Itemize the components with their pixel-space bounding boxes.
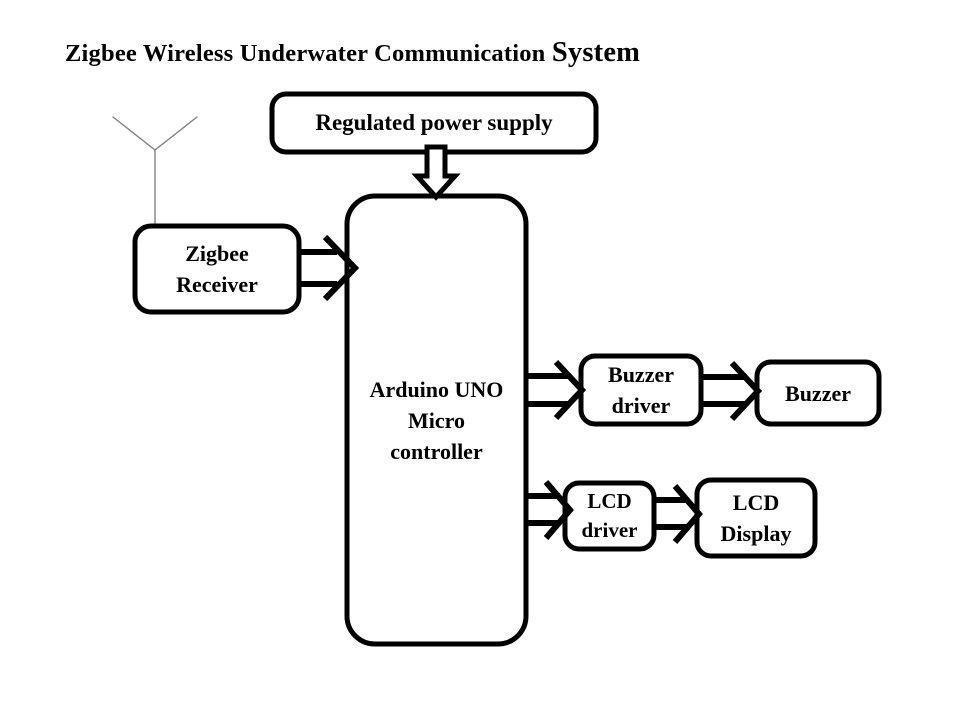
node-label-power-supply-text: Regulated power supply: [315, 110, 553, 135]
node-label-buzzer-driver[interactable]: Buzzer driver: [581, 356, 701, 424]
node-label-zigbee-receiver-line2: Receiver: [176, 272, 258, 297]
node-label-buzzer-text: Buzzer: [785, 380, 851, 406]
node-label-arduino[interactable]: Arduino UNO Micro controller: [347, 196, 526, 644]
node-label-arduino-line1: Arduino UNO: [369, 376, 504, 402]
arrow-zigbee-receiver-to-arduino: [297, 234, 360, 302]
page-title-emphasis: System: [551, 37, 641, 68]
arrow-buzzer-driver-to-buzzer: [699, 360, 763, 422]
node-label-lcd-driver[interactable]: LCD driver: [565, 483, 654, 549]
node-label-arduino-line3: controller: [390, 438, 483, 464]
node-label-buzzer[interactable]: Buzzer: [757, 362, 879, 424]
node-label-lcd-display-line2: Display: [720, 521, 792, 546]
node-label-arduino-line2: Micro: [407, 407, 465, 433]
node-label-lcd-display[interactable]: LCD Display: [697, 480, 815, 556]
arrow-power-supply-to-arduino: [411, 144, 461, 201]
node-label-buzzer-driver-line2: driver: [611, 393, 671, 418]
node-label-buzzer-driver-line1: Buzzer: [608, 362, 674, 387]
node-label-power-supply[interactable]: Regulated power supply: [272, 94, 596, 152]
node-label-lcd-driver-line1: LCD: [587, 489, 632, 513]
arrow-arduino-to-lcd-driver: [524, 480, 574, 540]
page-title: Zigbee Wireless Underwater Communication…: [65, 38, 640, 69]
node-label-lcd-driver-line2: driver: [581, 518, 638, 542]
node-box-zigbee-receiver[interactable]: [132, 223, 302, 315]
arrow-arduino-to-buzzer-driver: [524, 359, 587, 421]
node-label-zigbee-receiver-line1: Zigbee: [185, 241, 249, 266]
node-label-lcd-display-line1: LCD: [732, 490, 780, 515]
page-title-main: Zigbee Wireless Underwater Communication: [65, 40, 546, 67]
arrow-lcd-driver-to-lcd-display: [652, 484, 703, 544]
antenna-icon: [112, 116, 198, 230]
node-label-zigbee-receiver[interactable]: Zigbee Receiver: [135, 226, 299, 312]
